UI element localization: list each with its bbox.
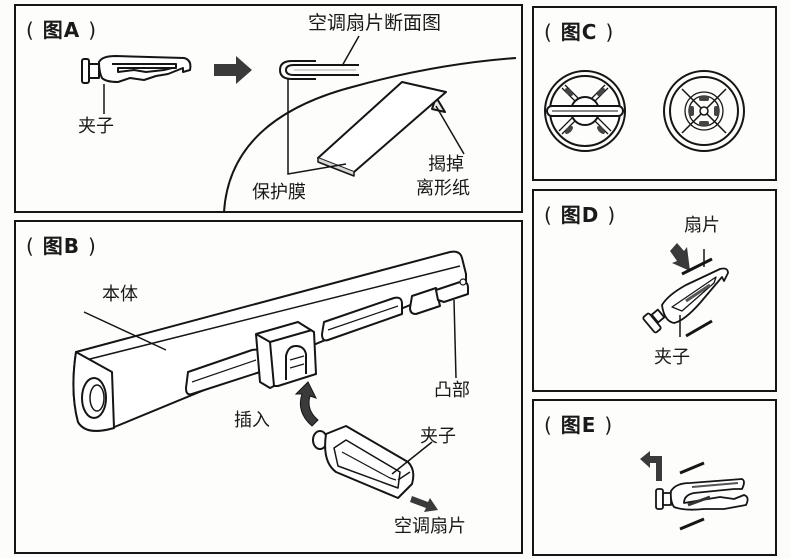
panel-figure-b: ( 图B )	[14, 220, 523, 554]
label-protrusion: 凸部	[434, 380, 470, 401]
release-paper-leader	[435, 105, 465, 155]
down-arrow-icon	[670, 243, 690, 271]
panel-figure-a: ( 图A ) 夹子 空调扇片断面图	[14, 4, 523, 213]
label-peel-line1: 揭掉	[428, 154, 464, 175]
adhesive-strip	[317, 81, 447, 177]
panel-b-illustration	[72, 250, 469, 512]
label-clip: 夹子	[78, 116, 114, 137]
panel-figure-e: ( 图E )	[532, 399, 777, 556]
film-leader-line	[287, 79, 347, 175]
blade-bottom-line	[685, 319, 713, 338]
label-peel-line2: 离形纸	[416, 178, 470, 199]
clip-side-view	[81, 55, 192, 84]
label-blade-section: 空调扇片断面图	[308, 12, 442, 34]
label-protective-film: 保护膜	[252, 182, 306, 203]
body-leader-line	[83, 311, 167, 351]
blade-bottom-line	[679, 517, 705, 531]
panel-c-title: ( 图C )	[544, 20, 615, 44]
clip-end-view-left	[544, 70, 626, 152]
insert-arrow-icon	[294, 381, 319, 427]
panel-b-title: ( 图B )	[26, 234, 97, 258]
panel-figure-d: ( 图D ) 扇片 夹子	[532, 189, 777, 392]
panel-e-title: ( 图E )	[544, 413, 614, 437]
panel-d-illustration	[642, 243, 729, 338]
label-ac-blade: 空调扇片	[394, 516, 466, 537]
clip-3d	[312, 425, 415, 499]
blade-arrow-icon	[410, 496, 438, 512]
protrusion-leader-line	[453, 299, 457, 379]
clip-end-view-right	[663, 70, 745, 152]
clip-leader-line	[391, 441, 433, 475]
right-arrow-icon	[214, 56, 252, 84]
clip-removal	[655, 478, 749, 511]
label-clip: 夹子	[420, 426, 456, 447]
label-body: 本体	[102, 284, 138, 305]
blade-top-line	[681, 257, 713, 276]
label-blade: 扇片	[684, 215, 720, 236]
panel-e-illustration	[640, 451, 749, 531]
turn-left-arrow-icon	[640, 451, 662, 481]
label-clip: 夹子	[654, 347, 690, 368]
panel-a-illustration	[81, 35, 517, 213]
panel-figure-c: ( 图C )	[532, 6, 777, 181]
holder-body	[72, 250, 469, 432]
blade-section-leader	[341, 35, 360, 67]
panel-a-title: ( 图A )	[26, 18, 98, 42]
blade-section-with-film	[278, 60, 359, 80]
clip-tilted	[642, 267, 729, 334]
blade-top-line	[679, 461, 705, 475]
blade-curve	[223, 57, 517, 213]
label-insert: 插入	[234, 410, 270, 431]
panel-c-illustration	[544, 70, 745, 152]
panel-d-title: ( 图D )	[544, 203, 617, 227]
